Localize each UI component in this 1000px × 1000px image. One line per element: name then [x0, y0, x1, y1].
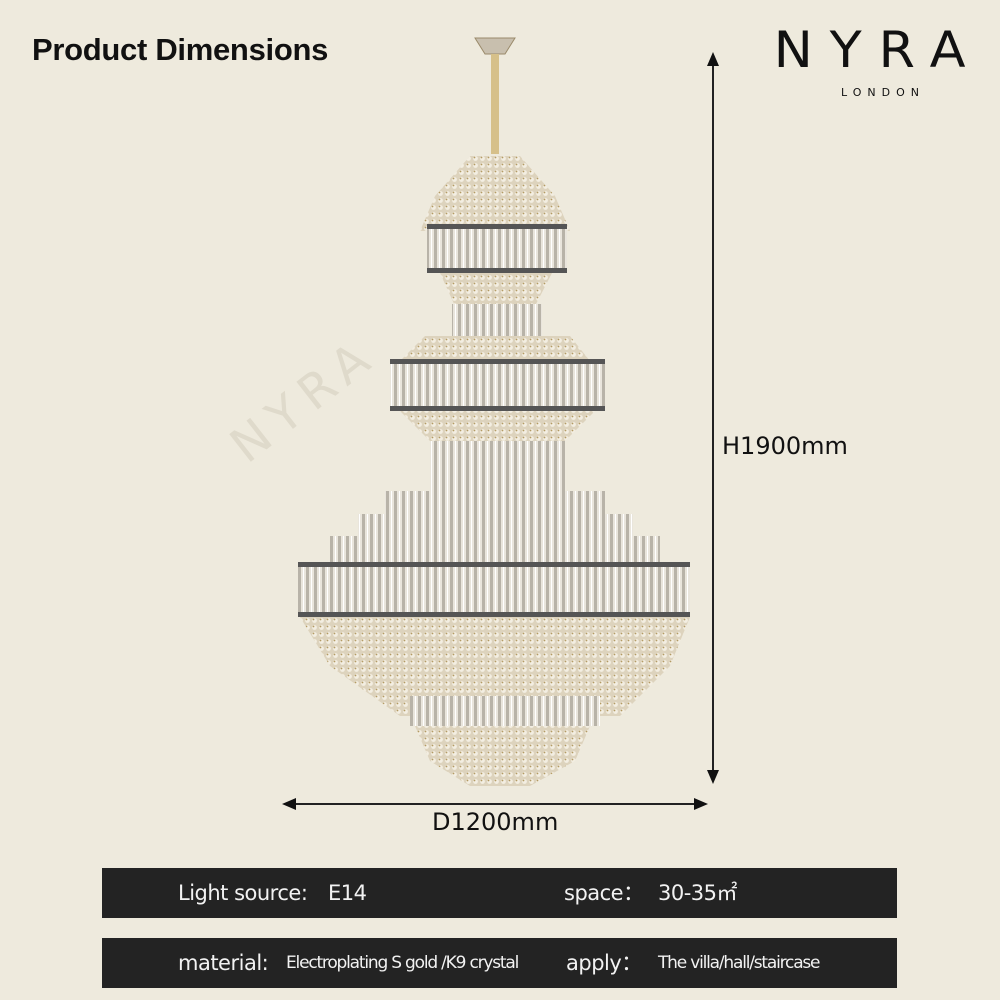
spec-row-2: material: Electroplating S gold /K9 crys… [102, 938, 897, 988]
space-value: 30-35㎡ [658, 881, 738, 905]
apply-value: The villa/hall/staircase [658, 953, 821, 973]
brand-logo: NYRA LONDON [774, 24, 978, 99]
chandelier-image [298, 37, 690, 786]
spec-row-1: Light source: E14 space： 30-35㎡ [102, 868, 897, 918]
light-source-value: E14 [328, 881, 367, 905]
diameter-label: D1200mm [432, 808, 559, 836]
light-source-key: Light source: [178, 881, 308, 905]
height-label: H1900mm [722, 432, 848, 460]
diameter-dimension-line [290, 803, 698, 805]
arrow-right-icon [694, 798, 708, 810]
space-key: space： [564, 881, 644, 905]
material-key: material: [178, 951, 269, 975]
apply-key: apply： [566, 951, 642, 975]
material-value: Electroplating S gold /K9 crystal [286, 953, 519, 973]
arrow-down-icon [707, 770, 719, 784]
brand-name: NYRA [773, 21, 983, 79]
page-title: Product Dimensions [32, 32, 329, 67]
arrow-left-icon [282, 798, 296, 810]
brand-subtitle: LONDON [841, 86, 925, 99]
arrow-up-icon [707, 52, 719, 66]
height-dimension-line [712, 62, 714, 774]
